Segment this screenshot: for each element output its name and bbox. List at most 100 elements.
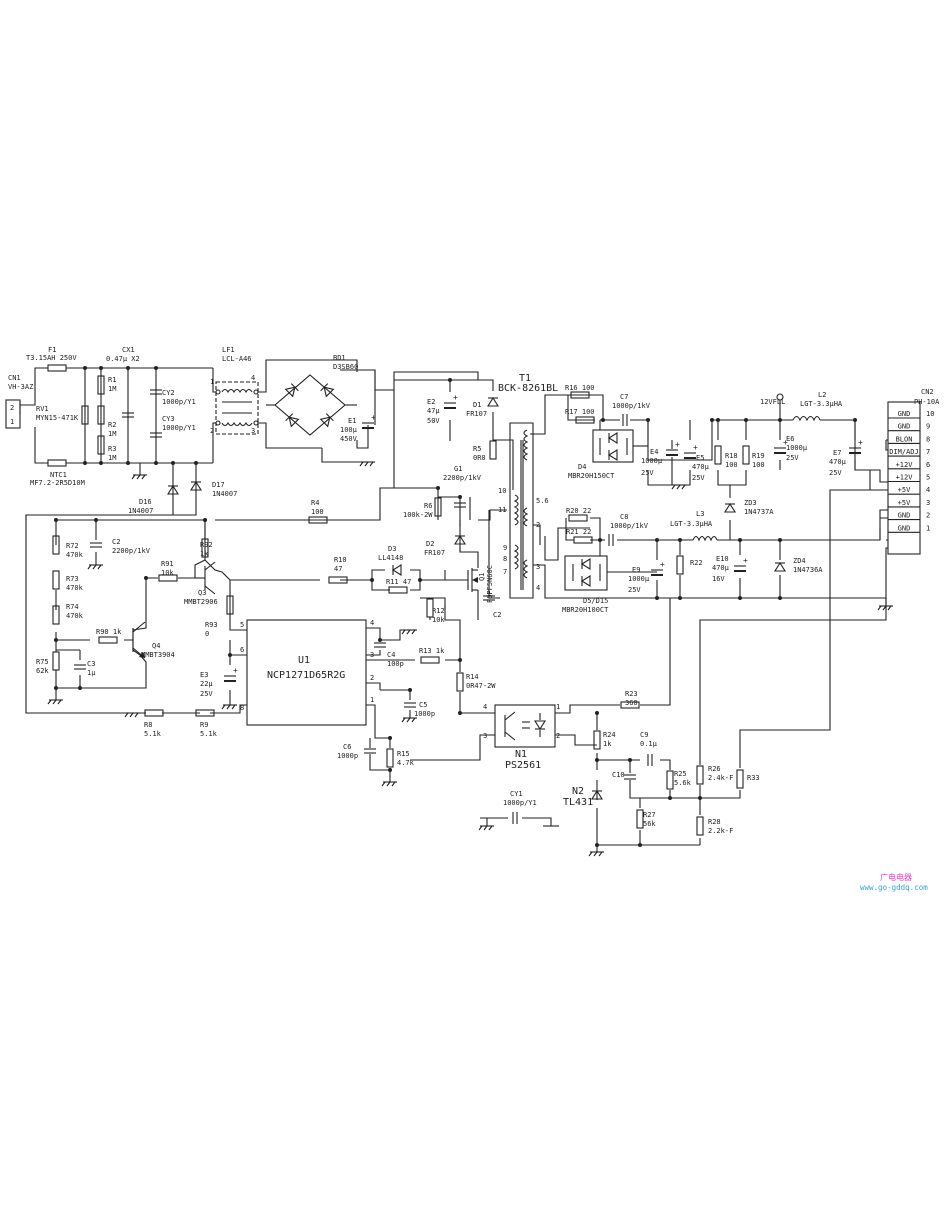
dual-diode-d4	[592, 429, 634, 463]
label-lf1-pin2: 2	[210, 427, 214, 435]
label-n1-pin1: 1	[556, 703, 560, 711]
label-u1-pin2: 2	[370, 674, 374, 682]
label-l2: L2	[818, 391, 826, 399]
label-r20: R20 22	[566, 507, 591, 515]
label-e9-value2: 25V	[628, 586, 641, 594]
label-e6: E6	[786, 435, 794, 443]
resistor-r33	[736, 769, 744, 789]
cn2-pin-name: GND	[898, 410, 911, 418]
resistor-r11	[388, 586, 408, 594]
label-u1: U1	[298, 655, 310, 666]
label-l3-value: LGT-3.3μHA	[670, 520, 713, 528]
label-n2: N2	[572, 786, 584, 797]
label-r92: R92	[200, 541, 213, 549]
label-t1-pin7: 7	[503, 568, 507, 576]
label-zd4: ZD4	[793, 557, 806, 565]
cn2-pin-number: 8	[926, 435, 930, 443]
label-r1-value: 1M	[108, 385, 116, 393]
label-e2-value2: 50V	[427, 417, 440, 425]
label-n1: N1	[515, 749, 527, 760]
common-mode-choke-lf1	[215, 381, 259, 435]
label-n1-pin3: 3	[483, 732, 487, 740]
label-f1-value: T3.15AH 250V	[26, 354, 77, 362]
label-d3-value: LL4148	[378, 554, 403, 562]
label-r12: R12	[432, 607, 445, 615]
label-e4-value1: 1000μ	[641, 457, 663, 465]
label-r72: R72	[66, 542, 79, 550]
label-u1-pin3: 3	[370, 651, 374, 659]
label-c2a: C2	[112, 538, 120, 546]
cn2-pin-number: 1	[926, 524, 930, 532]
label-r15: R15	[397, 750, 410, 758]
capacitor-e4	[665, 439, 681, 457]
label-cy2-value: 1000p/Y1	[162, 398, 196, 406]
label-e4-value2: 25V	[641, 469, 654, 477]
label-e7-value2: 25V	[829, 469, 842, 477]
components	[5, 364, 921, 857]
cn2-pin-number: 6	[926, 461, 930, 469]
label-r73: R73	[66, 575, 79, 583]
capacitor-c8	[608, 533, 614, 547]
watermark-brand: 广电电器	[880, 872, 912, 882]
label-r28: R28	[708, 818, 721, 826]
label-c2b: C2	[493, 611, 501, 619]
label-q1-value: FQPF5N60C	[486, 565, 494, 603]
label-cy3: CY3	[162, 415, 175, 423]
label-e1-value1: 100μ	[340, 426, 358, 434]
label-c6: C6	[343, 743, 351, 751]
label-t1-pin56: 5.6	[536, 497, 549, 505]
cn2-pin-name: +5V	[898, 486, 911, 494]
resistor-r5	[489, 440, 497, 460]
label-u1-pin4: 4	[370, 619, 374, 627]
resistor-r21	[573, 536, 593, 544]
resistor-r73	[52, 570, 60, 590]
label-r18-value: 100	[725, 461, 738, 469]
label-bd1-value: D3SB60	[333, 363, 358, 371]
capacitor-e7	[848, 437, 864, 455]
capacitor-c9	[647, 753, 653, 767]
watermark-url: www.go-gddq.com	[860, 883, 928, 892]
label-rv1: RV1	[36, 405, 49, 413]
label-g1-value: 2200p/1kV	[443, 474, 482, 482]
label-d5-value: MBR20H100CT	[562, 606, 609, 614]
label-t1-pin9: 9	[503, 544, 507, 552]
label-r73-value: 470k	[66, 584, 84, 592]
cn2-pin-number: 5	[926, 474, 930, 482]
label-e4: E4	[650, 448, 658, 456]
cn2-connector	[887, 401, 921, 555]
label-r18: R18	[725, 452, 738, 460]
label-r9-value: 5.1k	[200, 730, 218, 738]
label-r1: R1	[108, 376, 116, 384]
resistor-r26	[696, 765, 704, 785]
label-e6-value2: 25V	[786, 454, 799, 462]
testpoint-12vfll	[776, 393, 784, 401]
resistor-r75	[52, 651, 60, 671]
label-d16: D16	[139, 498, 152, 506]
capacitor-cy1	[512, 811, 518, 825]
label-r15-value: 4.7k	[397, 759, 415, 767]
label-r74: R74	[66, 603, 79, 611]
label-r23: R23	[625, 690, 638, 698]
label-c7-value: 1000p/1kV	[612, 402, 651, 410]
label-e2-value1: 47μ	[427, 407, 440, 415]
label-r8-value: 5.1k	[144, 730, 162, 738]
label-e10-value2: 16V	[712, 575, 725, 583]
transistor-q3	[195, 561, 216, 595]
label-d16-value: 1N4007	[128, 507, 153, 515]
label-c7: C7	[620, 393, 628, 401]
label-c6-value: 1000p	[337, 752, 358, 760]
label-r6: R6	[424, 502, 432, 510]
label-r16: R16 100	[565, 384, 595, 392]
label-r75: R75	[36, 658, 49, 666]
optocoupler-n1	[494, 704, 556, 748]
resistor-r14	[456, 672, 464, 692]
label-l2-value: LGT-3.3μHA	[800, 400, 843, 408]
zener-zd4	[774, 562, 786, 572]
label-cx1-value: 0.47μ X2	[106, 355, 140, 363]
label-e10-value1: 470μ	[712, 564, 730, 572]
capacitor-c4	[373, 642, 387, 648]
label-l3: L3	[696, 510, 704, 518]
capacitor-e10	[733, 555, 749, 573]
cn2-pin-name: GND	[898, 423, 911, 431]
